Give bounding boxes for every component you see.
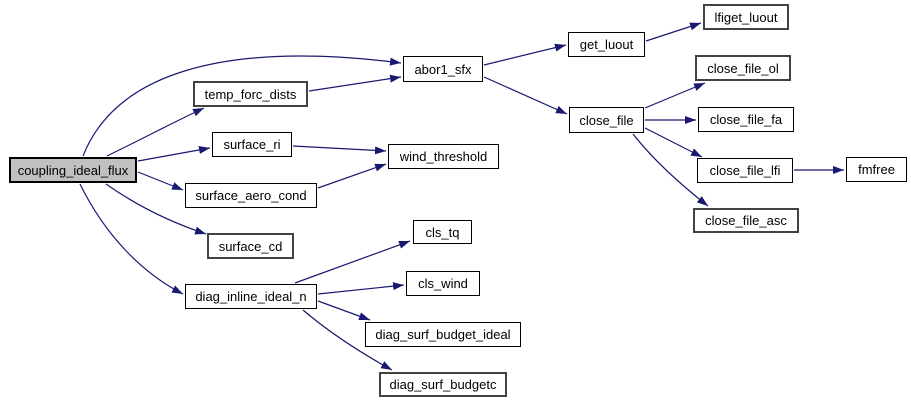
edge-coupling_ideal_flux-to-diag_inline_ideal_n — [79, 183, 184, 295]
node-close_file_fa[interactable]: close_file_fa — [698, 107, 794, 132]
node-close_file[interactable]: close_file — [569, 107, 644, 133]
edge-surface_aero_cond-to-wind_threshold — [317, 163, 387, 189]
edge-coupling_ideal_flux-to-surface_ri — [137, 146, 211, 162]
node-lfiget_luout[interactable]: lfiget_luout — [703, 4, 789, 30]
edge-close_file-to-close_file_lfi — [644, 127, 703, 158]
node-get_luout[interactable]: get_luout — [568, 32, 645, 57]
node-surface_cd[interactable]: surface_cd — [207, 233, 294, 259]
edge-coupling_ideal_flux-to-temp_forc_dists — [106, 107, 205, 157]
node-diag_inline_ideal_n[interactable]: diag_inline_ideal_n — [185, 284, 317, 309]
node-close_file_asc[interactable]: close_file_asc — [693, 208, 799, 233]
node-cls_wind[interactable]: cls_wind — [406, 271, 480, 296]
edge-surface_ri-to-wind_threshold — [292, 145, 387, 155]
node-fmfree[interactable]: fmfree — [846, 157, 907, 182]
node-surface_aero_cond[interactable]: surface_aero_cond — [185, 183, 317, 208]
edges-group — [79, 22, 844, 371]
edge-abor1_sfx-to-get_luout — [483, 43, 567, 66]
edge-close_file-to-close_file_asc — [632, 133, 709, 207]
node-cls_tq[interactable]: cls_tq — [413, 220, 472, 244]
edge-diag_inline_ideal_n-to-diag_surf_budget_ideal — [317, 300, 371, 321]
node-diag_surf_budget_ideal[interactable]: diag_surf_budget_ideal — [365, 322, 521, 347]
edge-coupling_ideal_flux-to-surface_aero_cond — [137, 171, 184, 191]
node-coupling_ideal_flux: coupling_ideal_flux — [9, 157, 137, 183]
edge-coupling_ideal_flux-to-surface_cd — [105, 183, 207, 235]
node-close_file_lfi[interactable]: close_file_lfi — [697, 158, 793, 183]
edge-get_luout-to-lfiget_luout — [645, 22, 702, 42]
edge-coupling_ideal_flux-to-abor1_sfx — [82, 55, 402, 157]
node-diag_surf_budgetc[interactable]: diag_surf_budgetc — [379, 372, 507, 397]
node-abor1_sfx[interactable]: abor1_sfx — [403, 56, 483, 82]
node-temp_forc_dists[interactable]: temp_forc_dists — [193, 81, 308, 107]
edge-temp_forc_dists-to-abor1_sfx — [308, 74, 402, 92]
edge-diag_inline_ideal_n-to-cls_tq — [294, 240, 411, 284]
node-surface_ri[interactable]: surface_ri — [212, 132, 292, 157]
edge-close_file-to-close_file_ol — [644, 82, 706, 109]
edge-diag_inline_ideal_n-to-cls_wind — [317, 282, 405, 295]
edge-diag_inline_ideal_n-to-diag_surf_budgetc — [302, 309, 393, 371]
edge-abor1_sfx-to-close_file — [483, 76, 568, 115]
node-close_file_ol[interactable]: close_file_ol — [695, 55, 791, 81]
node-wind_threshold[interactable]: wind_threshold — [388, 144, 499, 169]
